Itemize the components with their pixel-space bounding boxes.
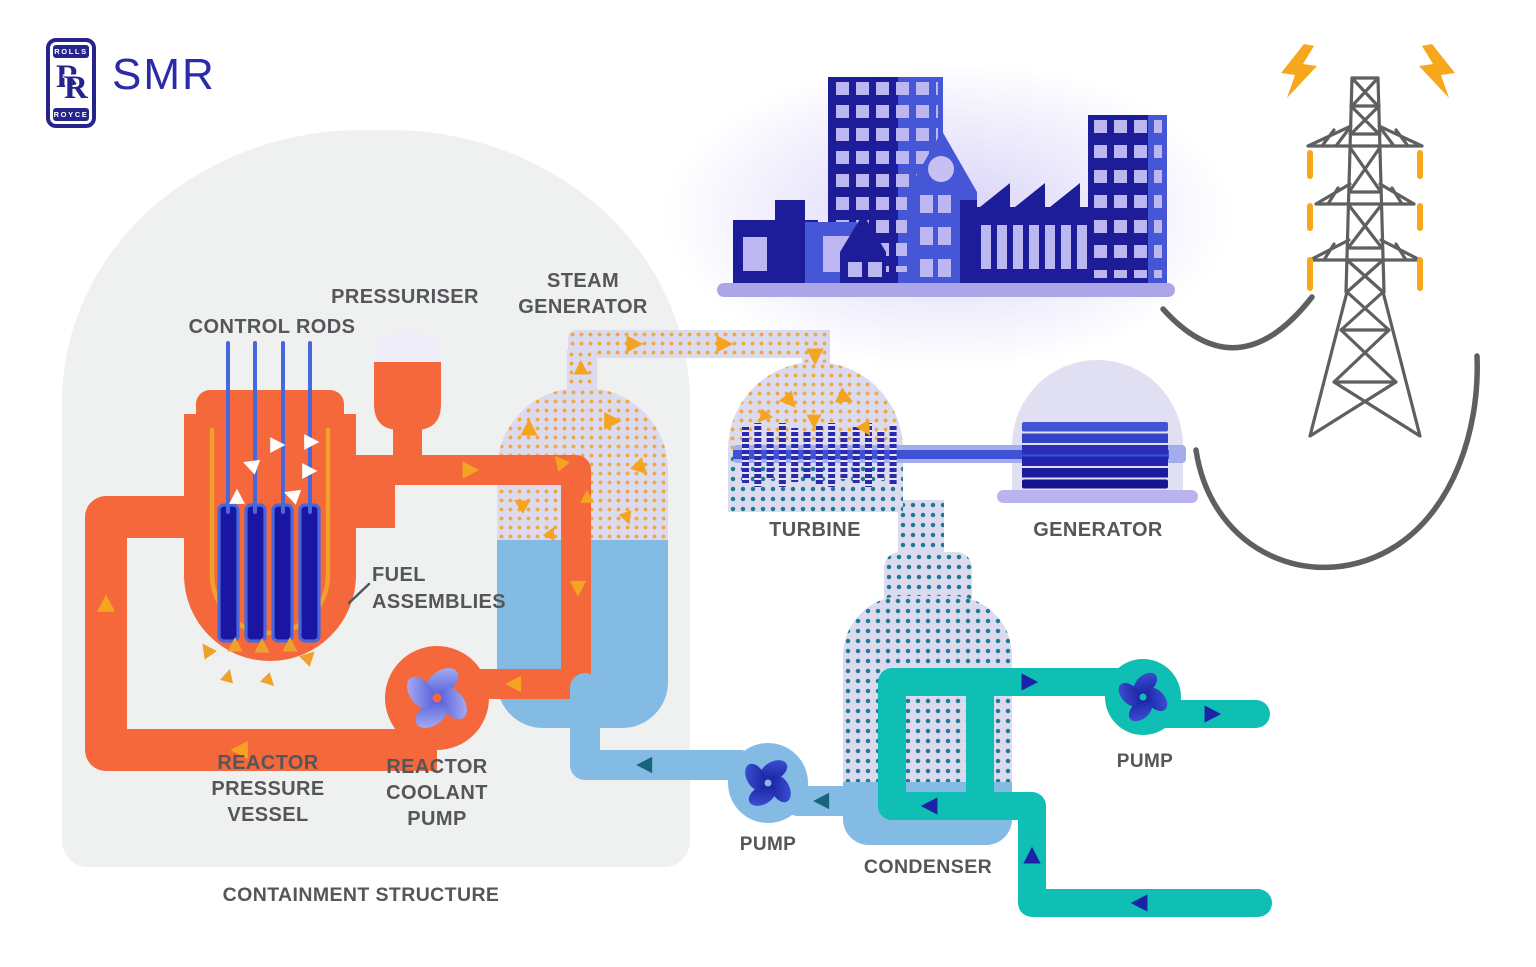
product-title: SMR <box>112 50 216 99</box>
building-factory <box>975 183 1092 283</box>
vessel-inner-flow-line <box>209 427 331 636</box>
insulator-dashes <box>1307 150 1423 291</box>
label-condenser: CONDENSER <box>863 856 993 878</box>
pressuriser-steam-cap <box>374 332 441 368</box>
building-house <box>840 214 886 285</box>
logo-rolls-text: ROLLS <box>53 45 89 58</box>
building-low-left <box>733 200 857 285</box>
label-cooling-pump: PUMP <box>1116 751 1174 772</box>
feedwater-pump <box>727 742 809 824</box>
city-skyline <box>663 60 1233 370</box>
label-fuel-assemblies: FUEL ASSEMBLIES <box>372 564 507 613</box>
turbine-blades <box>742 423 897 487</box>
label-containment-structure: CONTAINMENT STRUCTURE <box>222 884 500 906</box>
reactor-coolant-pump <box>385 646 489 750</box>
lightning-bolt-icon <box>1419 44 1455 98</box>
clock-icon <box>928 156 954 182</box>
label-reactor-pressure-vessel: REACTOR PRESSURE VESSEL <box>211 752 325 826</box>
generator-windings <box>1022 422 1168 489</box>
reactor-pressure-vessel <box>184 390 356 661</box>
label-reactor-coolant-pump: REACTOR COOLANT PUMP <box>386 756 488 830</box>
feedwater-line <box>570 673 877 816</box>
label-feedwater-pump: PUMP <box>739 834 797 855</box>
feedwater-pipe-to-sg <box>570 673 755 780</box>
power-pylon <box>1306 76 1424 438</box>
label-turbine: TURBINE <box>769 519 861 541</box>
building-church <box>907 131 977 283</box>
logo-royce-text: ROYCE <box>53 108 89 121</box>
generator-base <box>997 490 1198 503</box>
cooling-pipe-condenser-out <box>878 668 1134 820</box>
label-generator: GENERATOR <box>1033 519 1163 541</box>
control-rods <box>226 341 312 514</box>
transmission-arc-generator <box>1193 353 1480 571</box>
turbine-shaft <box>733 450 1169 459</box>
transmission-arc-city <box>1160 294 1315 351</box>
cooling-pump <box>1105 659 1181 735</box>
lightning-bolts <box>1281 44 1455 98</box>
turbine-casing <box>728 362 903 512</box>
fuel-assemblies <box>217 503 321 643</box>
condenser-neck <box>884 552 972 600</box>
hot-leg-pipe <box>321 455 591 699</box>
lightning-bolt-icon <box>1281 44 1317 98</box>
primary-loop <box>85 455 591 771</box>
label-pressuriser: PRESSURISER <box>331 286 479 308</box>
fuel-label-tick <box>347 582 371 605</box>
label-control-rods: CONTROL RODS <box>188 316 356 338</box>
transmission-group <box>1160 76 1480 571</box>
city-baseline <box>717 283 1175 297</box>
pressuriser-vessel <box>374 332 441 475</box>
cold-leg-pipe <box>85 496 437 771</box>
building-tower-right <box>1088 115 1167 283</box>
label-steam-generator: STEAM GENERATOR <box>518 270 648 318</box>
